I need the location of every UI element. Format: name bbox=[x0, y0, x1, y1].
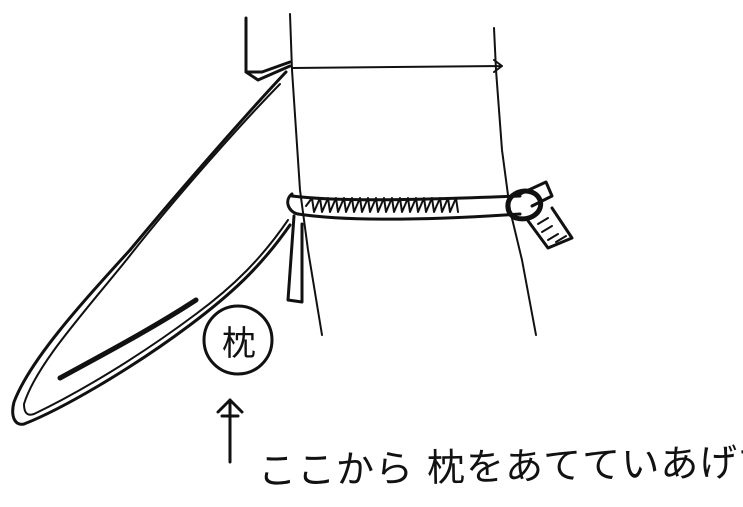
cord-band-top bbox=[290, 194, 522, 202]
sleeve-outer bbox=[11, 70, 292, 426]
cord-end-upper bbox=[518, 180, 554, 208]
cord-band-bottom bbox=[296, 212, 522, 221]
shoulder-line bbox=[291, 59, 503, 73]
hanging-strip bbox=[286, 214, 304, 304]
instruction-caption: ここから 枕をあてていあげていく。 bbox=[257, 437, 743, 493]
body-right-line bbox=[493, 27, 537, 336]
cord-left-knot bbox=[286, 192, 300, 216]
up-arrow bbox=[216, 398, 244, 464]
cord-twist bbox=[305, 197, 459, 213]
collar-shape bbox=[244, 16, 292, 82]
cord-end-lower bbox=[524, 206, 574, 250]
pillow-circle bbox=[202, 304, 274, 376]
sleeve-inner-shadow bbox=[57, 297, 199, 381]
pillow-label: 枕 bbox=[222, 323, 256, 364]
sleeve-inner bbox=[23, 83, 289, 416]
body-left-line bbox=[289, 13, 323, 336]
cord-end-lower-hatch bbox=[537, 217, 567, 243]
